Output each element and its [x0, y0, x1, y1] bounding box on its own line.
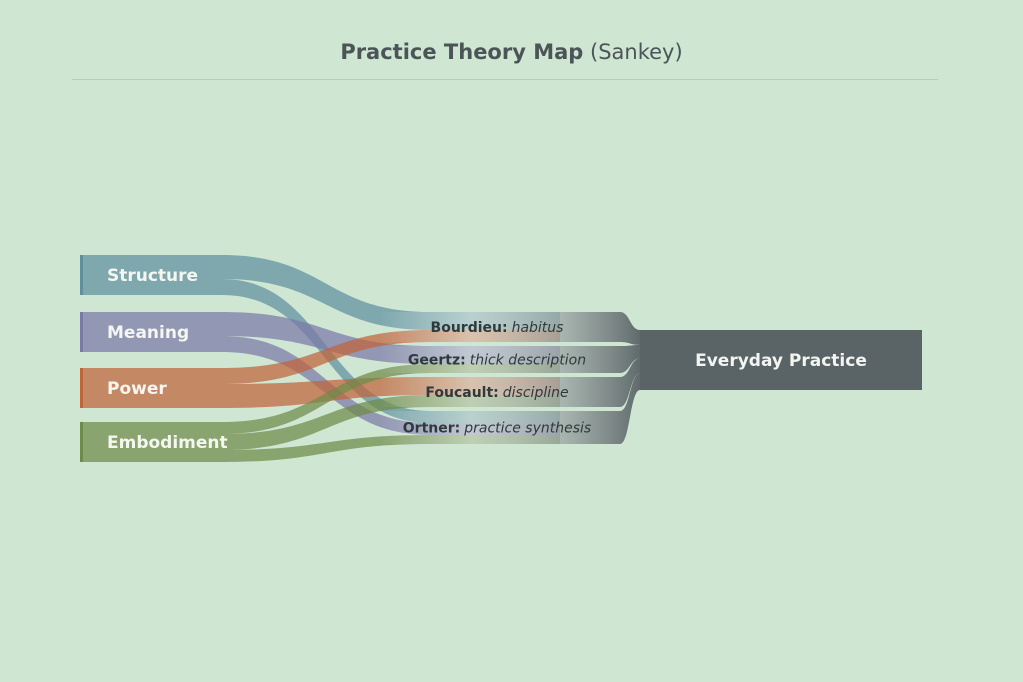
node-meaning [80, 312, 83, 352]
node-label-geertz: Geertz:thick description [408, 353, 586, 369]
chart-title-sub: (Sankey) [590, 40, 683, 64]
link-embodiment-geertz [80, 364, 560, 434]
node-label-power: Power [107, 379, 167, 399]
link-ortner-everyday [380, 373, 640, 444]
link-geertz-everyday [380, 345, 640, 373]
node-structure [80, 255, 83, 295]
link-structure-bourdieu [80, 255, 560, 330]
node-label-everyday-practice: Everyday Practice [695, 351, 867, 371]
node-label-embodiment: Embodiment [107, 433, 228, 453]
node-embodiment [80, 422, 83, 462]
node-label-meaning: Meaning [107, 323, 189, 343]
link-foucault-everyday [380, 358, 640, 407]
node-power [80, 368, 83, 408]
title-divider [72, 79, 938, 80]
node-label-foucault: Foucault:discipline [425, 385, 568, 401]
node-label-bourdieu: Bourdieu:habitus [431, 320, 564, 336]
node-label-structure: Structure [107, 266, 198, 286]
link-bourdieu-everyday [380, 312, 640, 345]
link-power-bourdieu [80, 330, 560, 384]
chart-title: Practice Theory Map (Sankey) [0, 40, 1023, 64]
node-label-ortner: Ortner:practice synthesis [403, 421, 591, 437]
node-everyday-practice [640, 330, 922, 390]
link-embodiment-foucault [80, 395, 560, 450]
link-structure-ortner [80, 279, 560, 423]
chart-title-main: Practice Theory Map [340, 40, 584, 64]
